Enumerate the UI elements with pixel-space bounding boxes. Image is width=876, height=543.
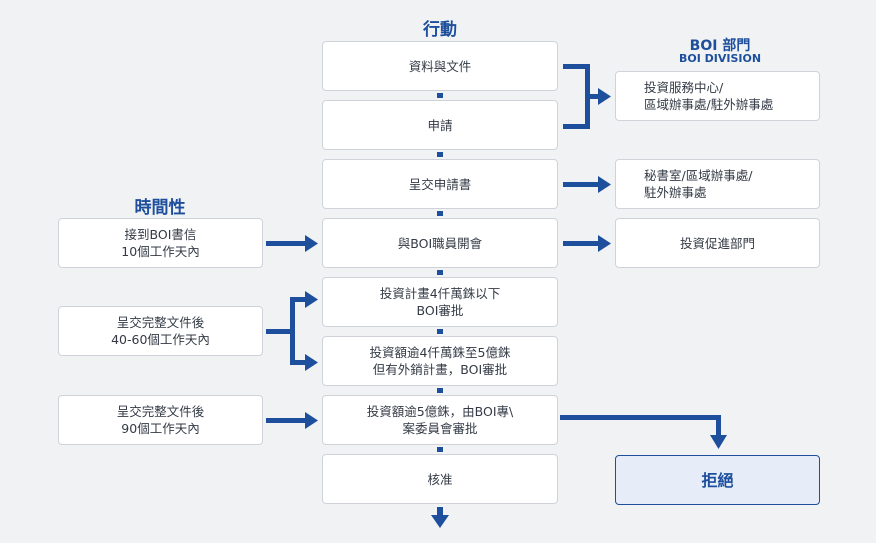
timing2-stub bbox=[266, 329, 292, 334]
connector-dot bbox=[437, 270, 443, 275]
connector-dot bbox=[437, 447, 443, 452]
step-documents: 資料與文件 bbox=[322, 41, 558, 91]
step-40m-5b: 投資額逾4仟萬銖至5億銖 但有外銷計畫，BOI審批 bbox=[322, 336, 558, 386]
timing2-bottom-branch bbox=[290, 360, 307, 365]
step-40m-5b-line2: 但有外銷計畫，BOI審批 bbox=[372, 362, 508, 377]
arrow-head-approve-down bbox=[431, 515, 449, 528]
step-apply-text: 申請 bbox=[427, 117, 453, 133]
dept-service-center-line2: 區域辦事處/駐外辦事處 bbox=[644, 97, 774, 112]
dept-promotion: 投資促進部門 bbox=[615, 218, 820, 268]
timing-90-days: 呈交完整文件後 90個工作天內 bbox=[58, 395, 263, 445]
arrow-head-over-5b bbox=[305, 412, 318, 429]
action-heading: 行動 bbox=[423, 20, 457, 40]
reject-label: 拒絕 bbox=[701, 470, 734, 490]
connector-dot bbox=[437, 93, 443, 98]
arrow-head-promotion bbox=[598, 235, 611, 252]
step-approve: 核准 bbox=[322, 454, 558, 504]
arrow-head-meeting bbox=[305, 235, 318, 252]
step-submit-text: 呈交申請書 bbox=[408, 176, 472, 192]
step-under-40m-line1: 投資計畫4仟萬銖以下 bbox=[379, 286, 501, 301]
timing2-top-branch bbox=[290, 297, 307, 302]
bracket-bottom-bar bbox=[563, 124, 589, 129]
arrow-head-40m-5b bbox=[305, 354, 318, 371]
step-over-5b-line1: 投資額逾5億銖，由BOI專\ bbox=[366, 404, 514, 419]
arrow-head-service-center bbox=[598, 88, 611, 105]
timing-40-60-days-line2: 40-60個工作天內 bbox=[111, 332, 210, 347]
timing-90-days-line2: 90個工作天內 bbox=[121, 421, 200, 436]
step-approve-text: 核准 bbox=[427, 471, 453, 487]
timing-heading: 時間性 bbox=[134, 198, 186, 218]
timing-after-meeting-line2: 10個工作天內 bbox=[121, 244, 200, 259]
step-meeting: 與BOI職員開會 bbox=[322, 218, 558, 268]
dept-promotion-text: 投資促進部門 bbox=[679, 235, 755, 251]
step-apply: 申請 bbox=[322, 100, 558, 150]
step-documents-text: 資料與文件 bbox=[408, 58, 472, 74]
connector-dot bbox=[437, 329, 443, 334]
arrow-reject-horizontal bbox=[560, 415, 721, 420]
step-under-40m-line2: BOI審批 bbox=[416, 303, 464, 318]
timing-after-meeting-line1: 接到BOI書信 bbox=[124, 227, 197, 242]
timing-90-days-line1: 呈交完整文件後 bbox=[116, 404, 205, 419]
timing-40-60-days-line1: 呈交完整文件後 bbox=[116, 315, 205, 330]
timing-40-60-days: 呈交完整文件後 40-60個工作天內 bbox=[58, 306, 263, 356]
timing2-vertical bbox=[290, 297, 295, 365]
dept-secretariat-line2: 駐外辦事處 bbox=[644, 185, 707, 200]
step-over-5b: 投資額逾5億銖，由BOI專\ 案委員會審批 bbox=[322, 395, 558, 445]
bracket-out-bar bbox=[588, 94, 600, 99]
step-over-5b-line2: 案委員會審批 bbox=[402, 421, 478, 436]
dept-service-center-line1: 投資服務中心/ bbox=[644, 80, 724, 95]
arrow-meeting-promotion-shaft bbox=[563, 241, 600, 246]
boi-dept-heading: BOI 部門 bbox=[689, 38, 751, 54]
timing-after-meeting: 接到BOI書信 10個工作天內 bbox=[58, 218, 263, 268]
dept-service-center: 投資服務中心/ 區域辦事處/駐外辦事處 bbox=[615, 71, 820, 121]
arrow-head-secretariat bbox=[598, 176, 611, 193]
dept-secretariat-line1: 秘書室/區域辦事處/ bbox=[644, 168, 753, 183]
connector-dot bbox=[437, 152, 443, 157]
boi-division-heading: BOI DIVISION bbox=[678, 52, 762, 65]
arrow-head-under-40m bbox=[305, 291, 318, 308]
step-submit: 呈交申請書 bbox=[322, 159, 558, 209]
arrow-reject-vertical bbox=[716, 415, 721, 437]
step-meeting-text: 與BOI職員開會 bbox=[397, 235, 483, 251]
bracket-vertical-bar bbox=[585, 64, 590, 129]
arrow-approve-down-shaft bbox=[437, 507, 443, 517]
arrow-timing3-shaft bbox=[266, 418, 307, 423]
dept-secretariat: 秘書室/區域辦事處/ 駐外辦事處 bbox=[615, 159, 820, 209]
step-40m-5b-line1: 投資額逾4仟萬銖至5億銖 bbox=[369, 345, 511, 360]
connector-dot bbox=[437, 211, 443, 216]
arrow-head-reject bbox=[710, 435, 727, 449]
bracket-top-bar bbox=[563, 64, 589, 69]
connector-dot bbox=[437, 388, 443, 393]
step-under-40m: 投資計畫4仟萬銖以下 BOI審批 bbox=[322, 277, 558, 327]
arrow-timing1-shaft bbox=[266, 241, 307, 246]
arrow-submit-secretariat-shaft bbox=[563, 182, 600, 187]
reject-box: 拒絕 bbox=[615, 455, 820, 505]
